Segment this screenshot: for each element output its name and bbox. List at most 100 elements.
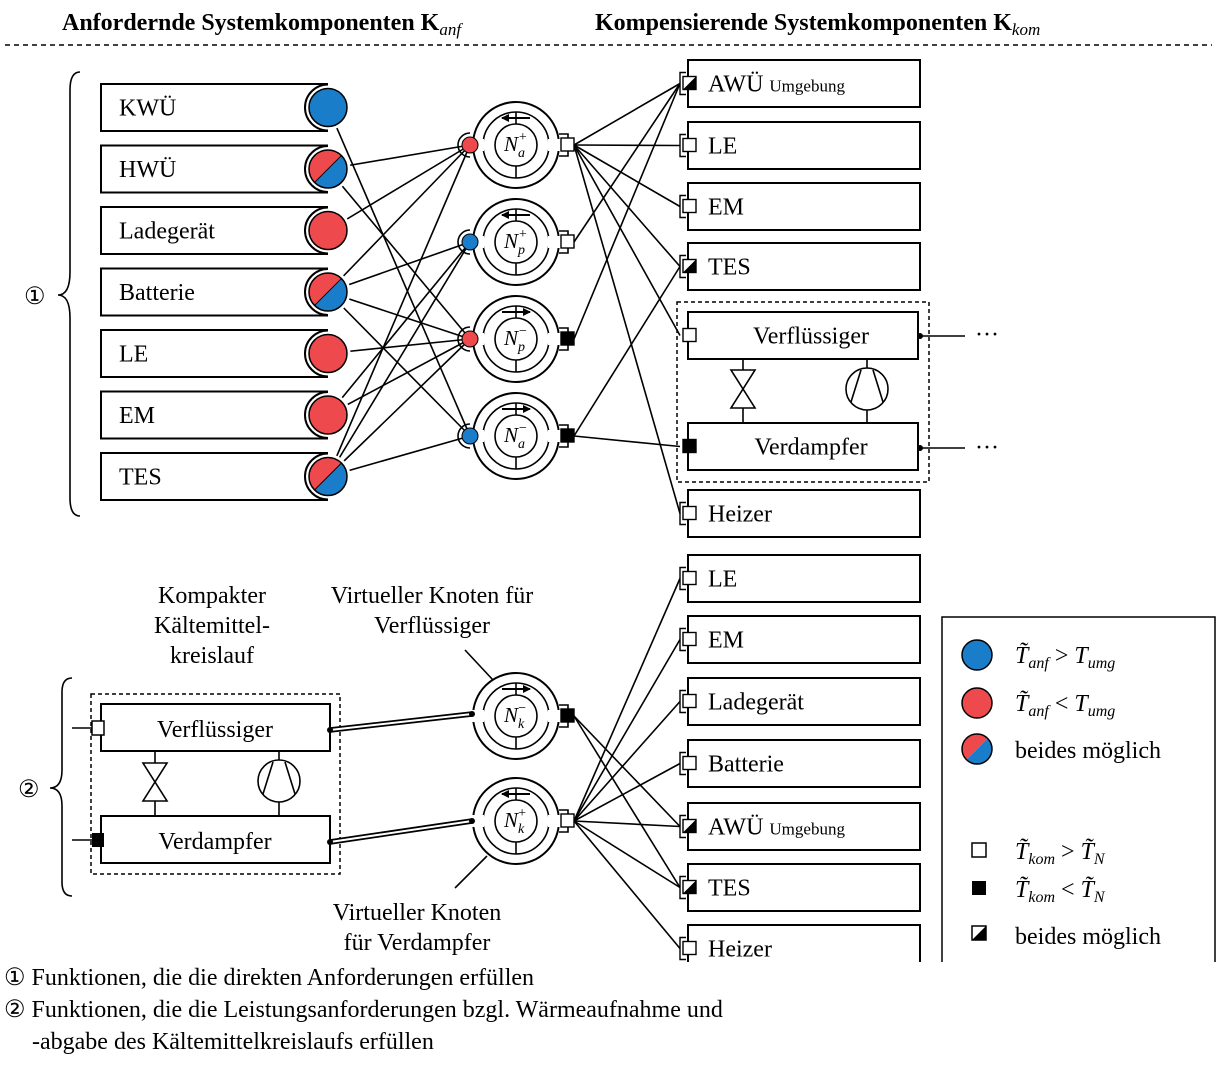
red-circle-icon xyxy=(457,326,479,352)
header: Anfordernde Systemkomponenten Kanf Kompe… xyxy=(5,10,1212,46)
compensating-component: LE xyxy=(679,554,921,603)
function-structure-diagram: Anfordernde Systemkomponenten Kanf Kompe… xyxy=(5,10,1216,963)
header-compensating: Kompensierende Systemkomponenten Kkom xyxy=(595,10,1040,39)
arrow-left-icon xyxy=(501,211,530,219)
virtual-node: Nk− xyxy=(470,672,575,760)
footnote-2: ② Funktionen, die die Leistungsanforderu… xyxy=(4,997,723,1023)
requesting-component-label: Ladegerät xyxy=(119,219,215,245)
half-square-port xyxy=(679,254,697,279)
condenser-node-link xyxy=(327,711,475,733)
legend: T̃anf > Tumg T̃anf < Tumg beides möglich… xyxy=(941,616,1216,962)
svg-text:Na−: Na− xyxy=(503,421,527,452)
legend-blue-circle-icon xyxy=(961,639,993,671)
half-square-port xyxy=(679,875,697,900)
legend-item-blue: T̃anf > Tumg xyxy=(1015,642,1115,672)
compensating-component: Batterie xyxy=(679,739,921,788)
white-square-port xyxy=(679,936,697,961)
compressor-icon-1 xyxy=(845,358,889,423)
footnotes: ① Funktionen, die die direkten Anforderu… xyxy=(4,962,723,1058)
compact-condenser-label: Verflüssiger xyxy=(157,717,273,743)
evaporator-node-link xyxy=(327,818,475,845)
compact-evaporator-port xyxy=(92,833,104,847)
compact-condenser-port xyxy=(91,720,105,736)
compact-circuit-frame xyxy=(90,693,341,875)
svg-text:Np+: Np+ xyxy=(503,227,527,258)
svg-text:Virtueller Knoten für: Virtueller Knoten für xyxy=(331,583,534,609)
evaporator-continuation-ellipsis: ··· xyxy=(975,435,999,461)
requesting-component: HWÜ xyxy=(100,144,351,194)
requesting-component-label: KWÜ xyxy=(119,96,176,122)
black-square-port xyxy=(559,327,575,351)
legend-item-black: T̃kom < T̃N xyxy=(1015,876,1106,906)
white-square-port xyxy=(559,230,575,254)
compensating-component-label: Batterie xyxy=(708,752,784,778)
expansion-valve-2 xyxy=(141,751,169,816)
virtual-nodes: Na+Np+Np−Na−Nk−Nk+ xyxy=(457,101,575,865)
condenser-continuation-ellipsis: ··· xyxy=(975,322,999,348)
compensating-component: Verflüssiger xyxy=(682,311,919,360)
white-square-port xyxy=(679,566,697,591)
white-square-port xyxy=(559,133,575,157)
compensating-component-label: LE xyxy=(708,567,737,593)
legend-item-red: T̃anf < Tumg xyxy=(1015,690,1115,720)
section-1-marker: ① xyxy=(24,284,46,310)
svg-text:Nk−: Nk− xyxy=(503,701,527,732)
virtual-node: Na− xyxy=(457,392,575,480)
black-square-port xyxy=(559,704,575,728)
compensating-component: Heizer xyxy=(679,924,921,963)
red-circle-icon xyxy=(308,333,348,374)
red-blue-circle-icon xyxy=(308,272,348,312)
black-square-port xyxy=(682,438,697,454)
arrow-right-icon xyxy=(502,685,531,693)
compact-evaporator-box xyxy=(100,815,331,864)
arrow-right-icon xyxy=(502,308,531,316)
virtual-node: Np− xyxy=(457,295,575,383)
requesting-component-label: EM xyxy=(119,403,155,429)
requesting-component: LE xyxy=(100,329,351,378)
svg-text:für Verdampfer: für Verdampfer xyxy=(344,930,491,956)
legend-item-both-circle: beides möglich xyxy=(1015,738,1161,764)
blue-circle-icon xyxy=(457,423,479,449)
compact-circuit-caption: Kompakter Kältemittel- kreislauf xyxy=(154,583,270,669)
red-circle-icon xyxy=(308,395,348,435)
svg-text:Virtueller Knoten: Virtueller Knoten xyxy=(333,900,502,926)
compensating-component: EM xyxy=(679,615,921,664)
half-square-port xyxy=(679,814,697,839)
arrow-right-icon xyxy=(502,405,531,413)
compensating-component-label: Heizer xyxy=(708,502,772,528)
compensating-component: TES xyxy=(679,863,921,912)
white-square-port xyxy=(679,689,697,714)
compressor-icon-2 xyxy=(257,751,301,816)
requesting-component: Ladegerät xyxy=(100,206,351,255)
connection-lines xyxy=(327,82,681,950)
compensating-component-label: Ladegerät xyxy=(708,690,804,716)
requesting-component-label: Batterie xyxy=(119,280,195,306)
virtual-node: Na+ xyxy=(457,101,575,189)
legend-red-blue-circle-icon xyxy=(961,733,993,765)
requesting-component-label: HWÜ xyxy=(119,157,176,183)
section-2-marker: ② xyxy=(18,777,40,803)
legend-frame xyxy=(941,616,1216,962)
expansion-valve-1 xyxy=(729,358,757,423)
requesting-component: EM xyxy=(100,390,351,440)
white-square-port xyxy=(679,751,697,776)
requesting-component-label: TES xyxy=(119,465,162,491)
svg-text:Na+: Na+ xyxy=(503,130,527,161)
virtual-node: Np+ xyxy=(457,198,575,286)
compensating-component: TES xyxy=(679,242,921,291)
svg-text:Kompakter: Kompakter xyxy=(158,583,266,609)
svg-text:Np−: Np− xyxy=(503,324,527,355)
blue-circle-icon xyxy=(308,87,348,128)
white-square-port xyxy=(679,627,697,652)
section-1-brace xyxy=(57,71,81,517)
red-circle-icon xyxy=(457,132,479,158)
compensating-component-label: Verflüssiger xyxy=(753,324,869,350)
compensating-component: Ladegerät xyxy=(679,677,921,726)
compensating-component-label: Heizer xyxy=(708,937,772,963)
requesting-component: TES xyxy=(100,452,351,501)
